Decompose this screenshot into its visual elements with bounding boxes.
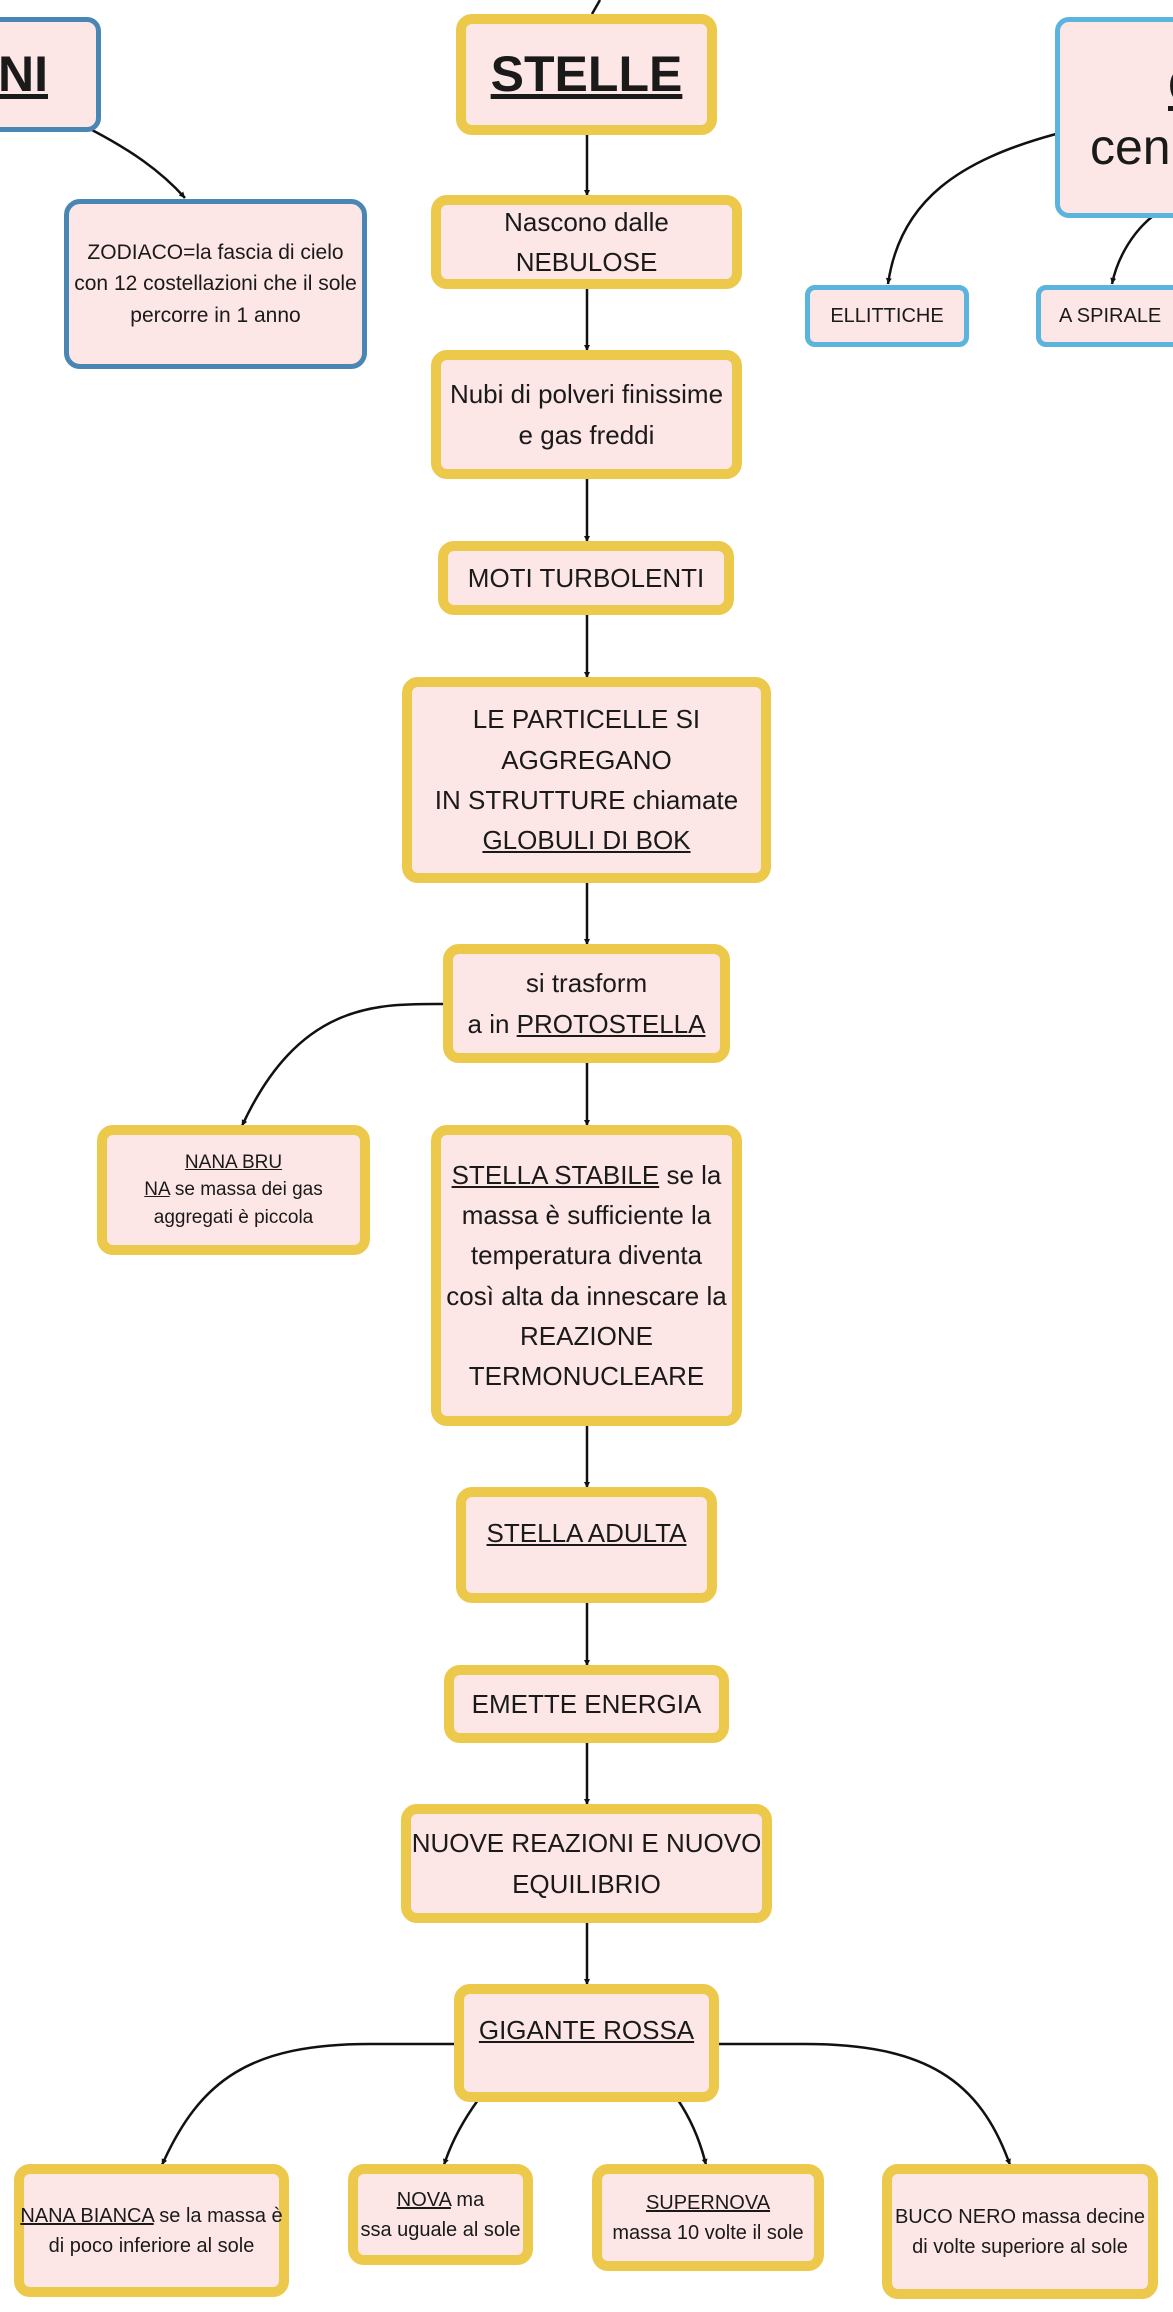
stella-stabile-line2: massa è sufficiente la bbox=[461, 1199, 712, 1230]
nubi-line1: Nubi di polveri finissime bbox=[449, 379, 724, 410]
nova-node[interactable]: NOVA ma ssa uguale al sole bbox=[348, 2164, 533, 2265]
nova-line1-rest: ma bbox=[450, 2188, 485, 2211]
nuove-reazioni-node[interactable]: NUOVE REAZIONI E NUOVO EQUILIBRIO bbox=[401, 1804, 772, 1923]
left-partial-node[interactable]: NI bbox=[0, 17, 101, 132]
protostella-line1: si trasform bbox=[525, 968, 648, 999]
nana-bruna-line2-rest: se massa dei gas bbox=[169, 1179, 323, 1201]
nana-bruna-line3: aggregati è piccola bbox=[153, 1206, 314, 1228]
right-partial-subtitle: cen bbox=[1090, 119, 1171, 175]
stella-stabile-line3: temperatura diventa bbox=[470, 1240, 703, 1271]
gigante-rossa-node[interactable]: GIGANTE ROSSA bbox=[454, 1984, 719, 2102]
moti-node[interactable]: MOTI TURBOLENTI bbox=[438, 541, 734, 615]
left-partial-title: NI bbox=[0, 45, 48, 102]
connector-protostella-nanabruna bbox=[240, 1002, 445, 1127]
stella-adulta-link[interactable]: STELLA ADULTA bbox=[486, 1518, 687, 1548]
emette-energia-node[interactable]: EMETTE ENERGIA bbox=[444, 1665, 729, 1743]
connector-top-in bbox=[590, 0, 602, 15]
connector-right-spirale bbox=[1110, 215, 1154, 285]
connector-gigante-supernova bbox=[676, 2099, 708, 2166]
particelle-line1: LE PARTICELLE SI bbox=[472, 704, 701, 735]
supernova-line2: massa 10 volte il sole bbox=[612, 2221, 804, 2244]
nova-line2: ssa uguale al sole bbox=[360, 2218, 521, 2241]
stella-stabile-line6: TERMONUCLEARE bbox=[468, 1361, 705, 1392]
buco-nero-line2: di volte superiore al sole bbox=[912, 2235, 1128, 2258]
nana-bruna-line1[interactable]: NANA BRU bbox=[184, 1151, 283, 1173]
stella-stabile-node[interactable]: STELLA STABILE se la massa è sufficiente… bbox=[431, 1125, 742, 1426]
supernova-node[interactable]: SUPERNOVA massa 10 volte il sole bbox=[592, 2164, 824, 2271]
stella-stabile-line5: REAZIONE bbox=[520, 1320, 653, 1351]
particelle-line2: AGGREGANO bbox=[501, 744, 672, 775]
particelle-line3: IN STRUTTURE chiamate bbox=[434, 785, 739, 815]
nana-bianca-line2: di poco inferiore al sole bbox=[48, 2234, 255, 2257]
nova-link[interactable]: NOVA bbox=[396, 2188, 451, 2211]
ellittiche-node[interactable]: ELLITTICHE bbox=[805, 285, 969, 347]
ellittiche-label: ELLITTICHE bbox=[830, 304, 944, 327]
nubi-line2: e gas freddi bbox=[518, 419, 655, 450]
nana-bruna-link[interactable]: NA bbox=[144, 1179, 170, 1201]
connector-gigante-nanabianca bbox=[160, 2042, 455, 2166]
moti-label: MOTI TURBOLENTI bbox=[467, 562, 705, 593]
particelle-globuli-link[interactable]: GLOBULI DI BOK bbox=[482, 825, 691, 856]
stella-adulta-node[interactable]: STELLA ADULTA bbox=[456, 1487, 717, 1603]
nebulose-node[interactable]: Nascono dalle NEBULOSE bbox=[431, 195, 742, 289]
particelle-node[interactable]: LE PARTICELLE SI AGGREGANO IN STRUTTURE … bbox=[402, 677, 771, 883]
connector-right-ellittiche bbox=[885, 132, 1057, 285]
protostella-link[interactable]: PROTOSTELLA bbox=[516, 1008, 706, 1039]
stelle-title-node[interactable]: STELLE bbox=[456, 14, 717, 135]
buco-nero-line1: BUCO NERO massa decine bbox=[894, 2205, 1146, 2228]
zodiaco-node[interactable]: ZODIACO=la fascia di cielo con 12 costel… bbox=[64, 199, 367, 369]
zodiaco-line3: percorre in 1 anno bbox=[130, 303, 301, 327]
nana-bruna-node[interactable]: NANA BRU NA se massa dei gas aggregati è… bbox=[97, 1125, 370, 1255]
nebulose-line2: NEBULOSE bbox=[515, 247, 658, 277]
protostella-line2-pre: a in bbox=[467, 1008, 517, 1039]
connector-left-zodiaco bbox=[91, 128, 186, 199]
right-partial-node[interactable]: G cen bbox=[1055, 17, 1173, 218]
spirale-label: A SPIRALE bbox=[1059, 304, 1162, 327]
nebulose-line1: Nascono dalle bbox=[504, 206, 669, 237]
nana-bianca-node[interactable]: NANA BIANCA se la massa è di poco inferi… bbox=[14, 2164, 289, 2297]
nana-bianca-link[interactable]: NANA BIANCA bbox=[20, 2204, 154, 2227]
nuove-reazioni-line2: EQUILIBRIO bbox=[512, 1868, 661, 1899]
right-partial-title: G bbox=[1090, 56, 1173, 116]
connector-gigante-nova bbox=[442, 2099, 480, 2166]
protostella-node[interactable]: si trasform a in PROTOSTELLA bbox=[443, 944, 730, 1063]
stella-stabile-line1-rest: se la bbox=[659, 1159, 722, 1190]
connector-gigante-buconero bbox=[718, 2042, 1012, 2166]
spirale-node[interactable]: A SPIRALE bbox=[1036, 285, 1173, 347]
stella-stabile-line4: così alta da innescare la bbox=[446, 1280, 727, 1311]
nubi-node[interactable]: Nubi di polveri finissime e gas freddi bbox=[431, 350, 742, 479]
supernova-link[interactable]: SUPERNOVA bbox=[645, 2191, 771, 2214]
zodiaco-line2: con 12 costellazioni che il sole bbox=[74, 272, 357, 296]
buco-nero-node[interactable]: BUCO NERO massa decine di volte superior… bbox=[882, 2164, 1158, 2299]
emette-energia-label: EMETTE ENERGIA bbox=[471, 1688, 702, 1719]
zodiaco-line1: ZODIACO=la fascia di cielo bbox=[87, 240, 344, 264]
stella-stabile-link[interactable]: STELLA STABILE bbox=[451, 1159, 660, 1190]
nana-bianca-line1-rest: se la massa è bbox=[153, 2204, 283, 2227]
gigante-rossa-link[interactable]: GIGANTE ROSSA bbox=[478, 2015, 695, 2045]
nuove-reazioni-line1: NUOVE REAZIONI E NUOVO bbox=[411, 1828, 762, 1859]
stelle-title: STELLE bbox=[490, 45, 683, 102]
